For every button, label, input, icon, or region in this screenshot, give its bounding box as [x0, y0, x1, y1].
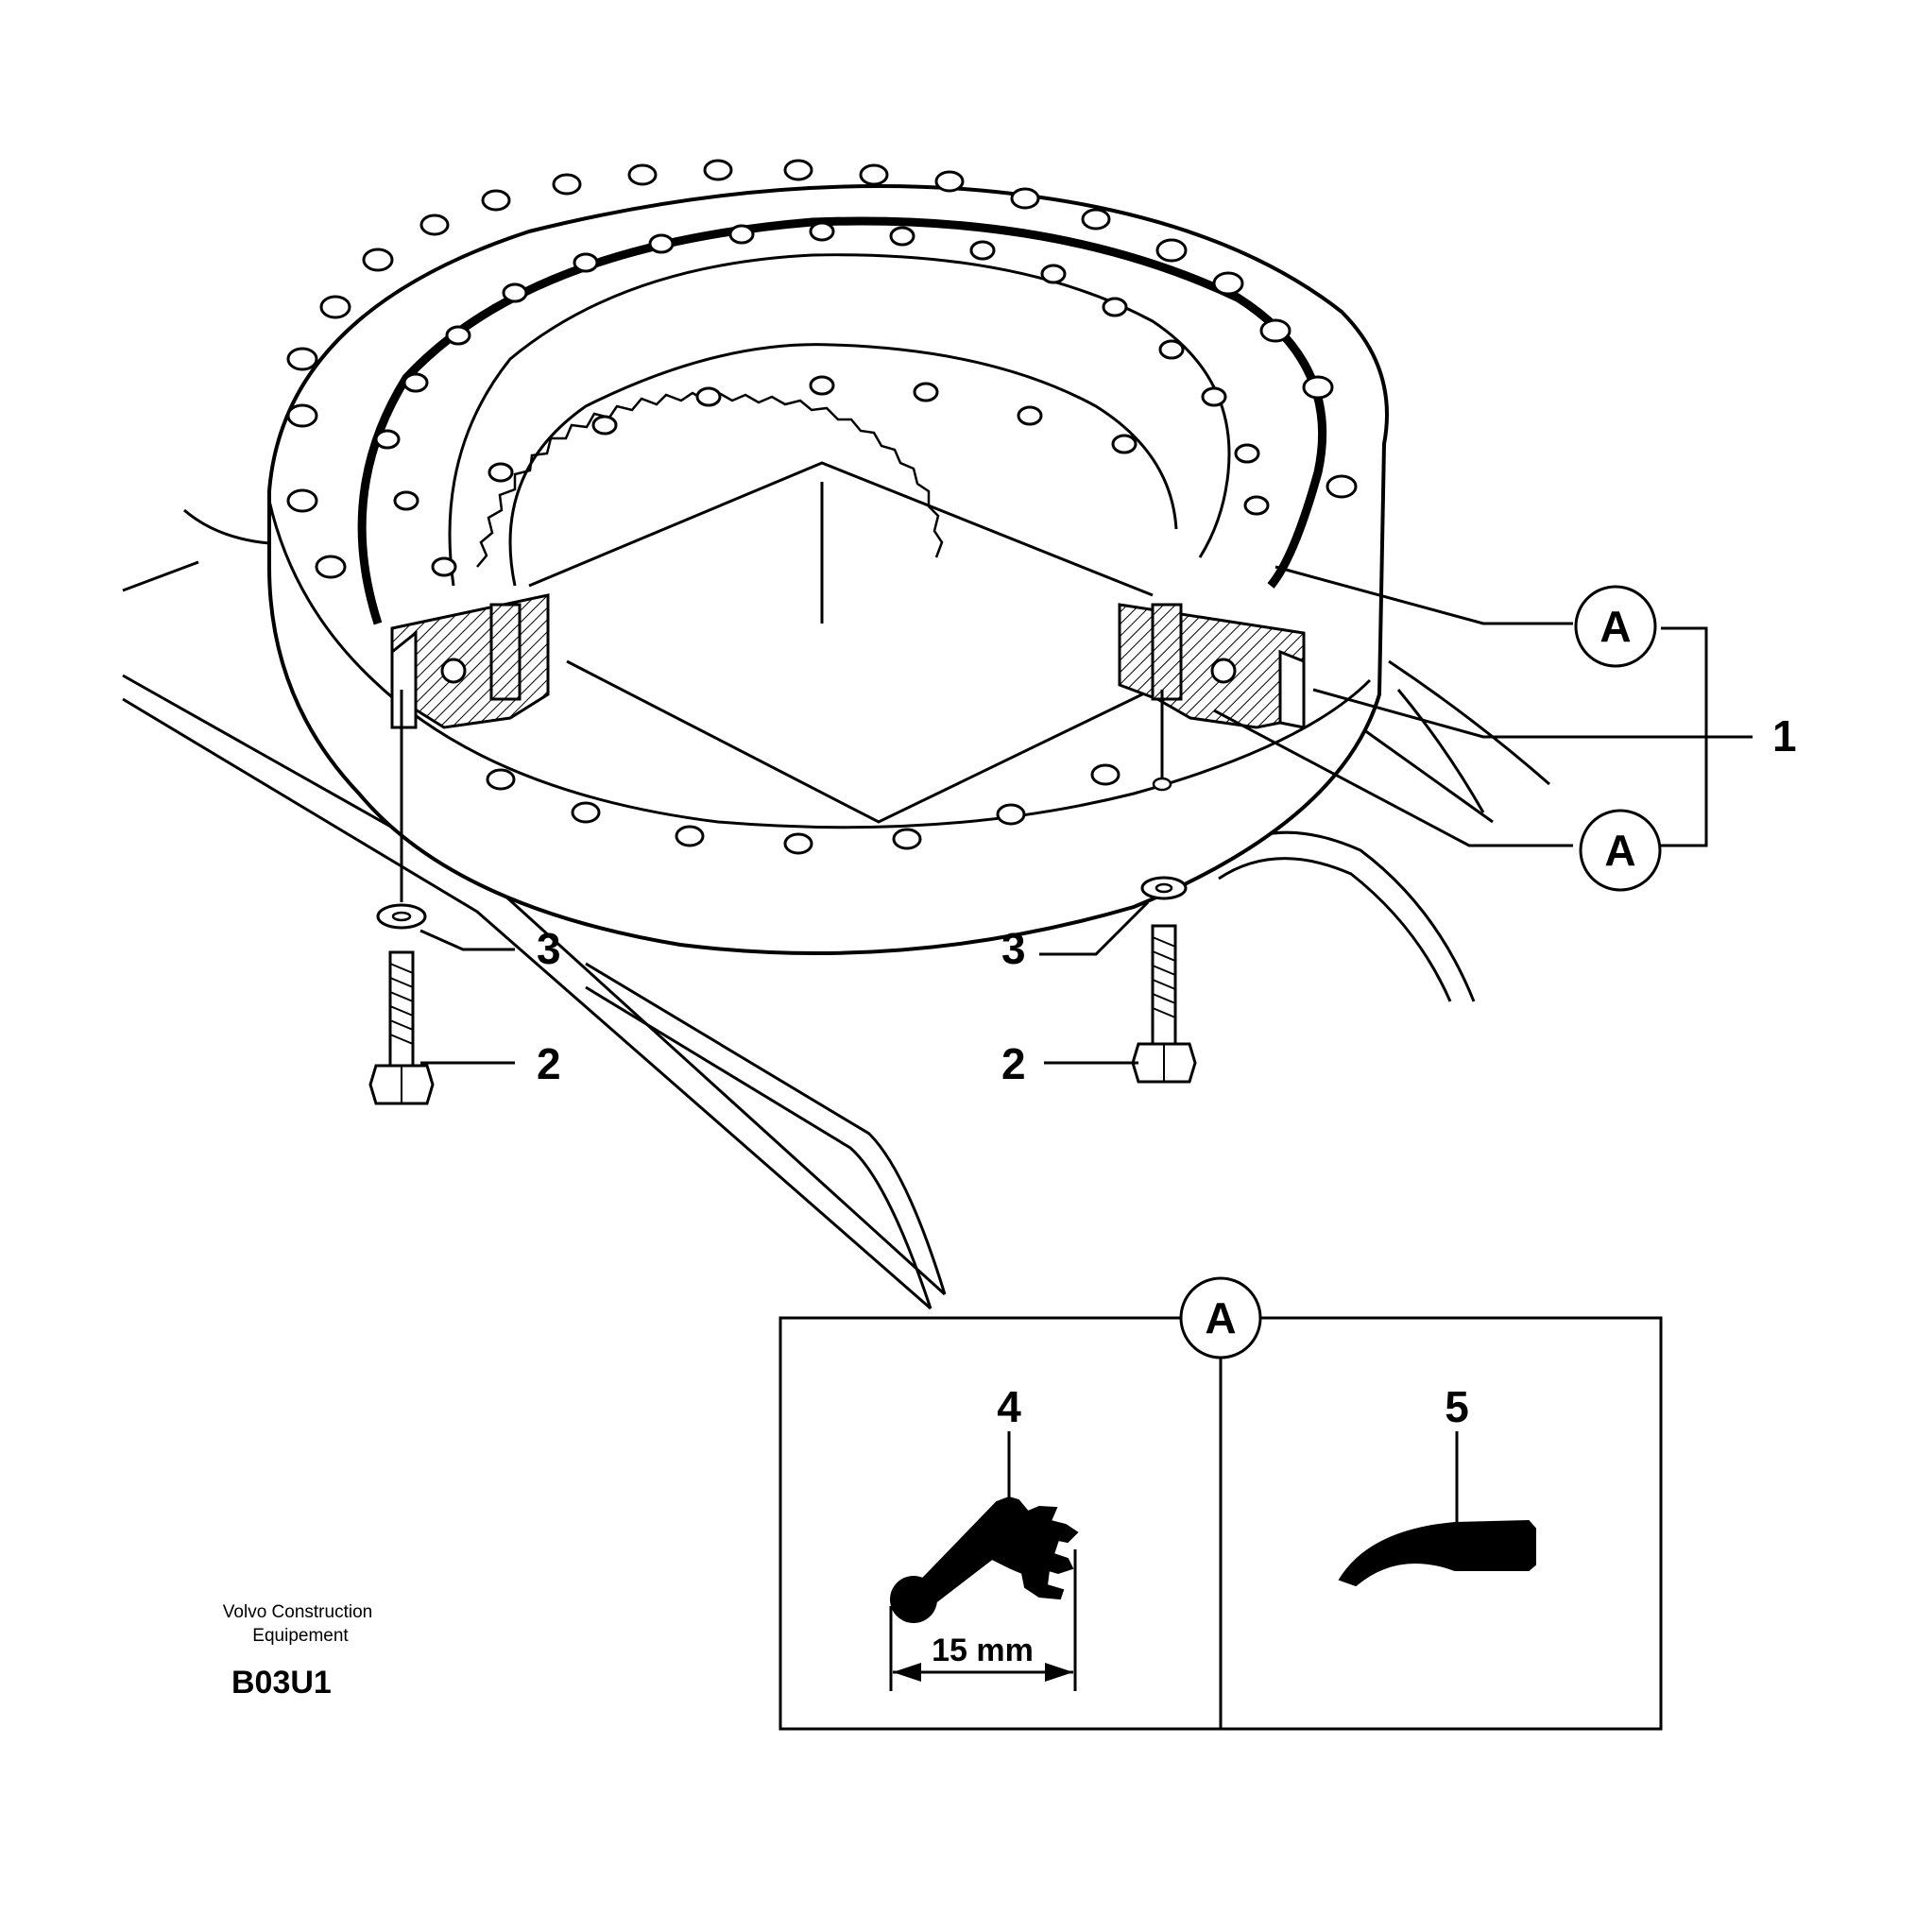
leader-lines: [419, 565, 1753, 1065]
seal-profile-4: 15 mm 4: [889, 1382, 1079, 1691]
ref-a-top-label: A: [1600, 602, 1631, 651]
center-plate: [528, 461, 1172, 824]
washer-right: [1140, 690, 1188, 900]
gear-band: [448, 253, 1231, 587]
detail-box-a: A 15 mm 4 5: [778, 1276, 1663, 1731]
ring-bore: [508, 343, 1178, 587]
outer-bolt-holes: [286, 159, 1358, 855]
callout-2-left: 2: [537, 1039, 561, 1088]
bolt-left: [368, 950, 435, 1105]
washer-left: [376, 690, 427, 930]
ref-bubble-a-bottom: A: [1579, 809, 1662, 892]
ring-outer-body: [267, 184, 1389, 955]
cross-section-left: [390, 593, 550, 729]
dimension-15mm: 15 mm: [932, 1633, 1034, 1668]
callout-5: 5: [1445, 1382, 1469, 1431]
cross-section-right: [1118, 603, 1306, 729]
company-line-1: Volvo Construction: [223, 1602, 372, 1622]
callout-4: 4: [997, 1382, 1021, 1431]
callout-1: 1: [1772, 711, 1797, 761]
seal-profile-5: 5: [1338, 1382, 1536, 1587]
bolt-right: [1131, 924, 1197, 1084]
ref-a-bottom-label: A: [1604, 826, 1635, 875]
company-line-2: Equipement: [252, 1626, 349, 1646]
ring-top-edge: [267, 500, 1372, 829]
ref-bubble-a-top: A: [1574, 585, 1657, 668]
callout-3-left: 3: [537, 924, 561, 973]
ring-inner-race: [357, 216, 1327, 625]
ref-a-box-label: A: [1205, 1293, 1236, 1342]
inner-bolt-holes: [374, 221, 1270, 577]
slewing-ring: [267, 159, 1389, 955]
callout-3-right: 3: [1001, 924, 1026, 973]
drawing-code: B03U1: [231, 1665, 332, 1701]
callout-2-right: 2: [1001, 1039, 1026, 1088]
